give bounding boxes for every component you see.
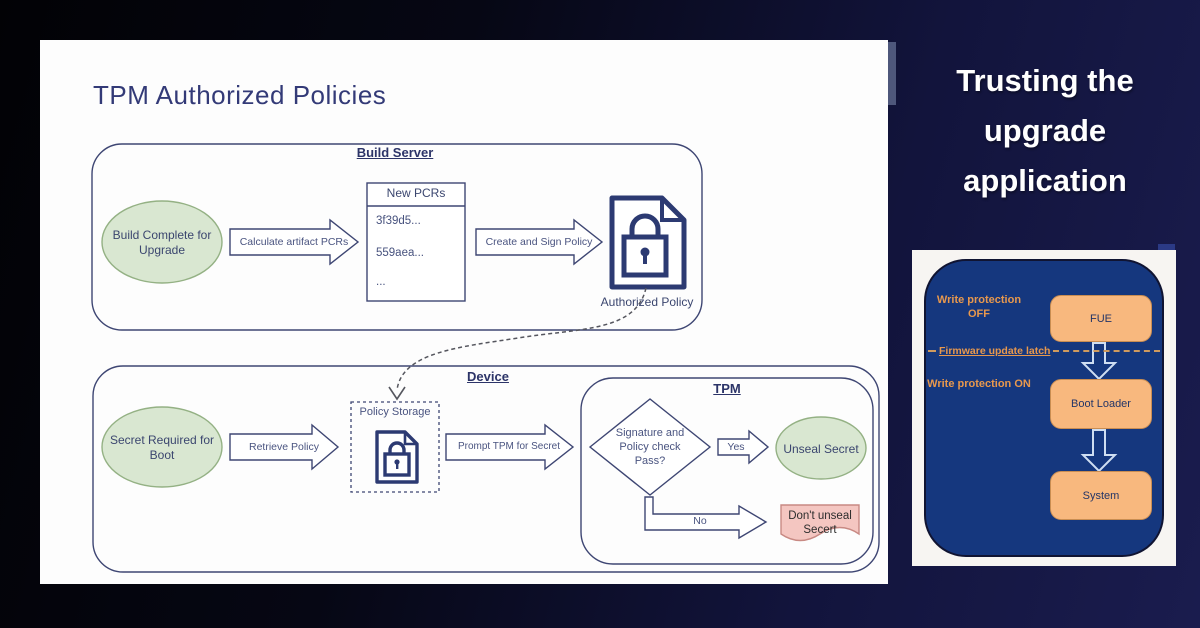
no-label: No bbox=[693, 515, 707, 527]
build-complete-label: Build Complete for Upgrade bbox=[112, 228, 212, 257]
yes-arrow bbox=[717, 429, 770, 465]
bootloader-to-system-arrow bbox=[1080, 429, 1118, 473]
pcr-item: 559aea... bbox=[376, 247, 424, 259]
latch-dash bbox=[928, 350, 936, 352]
scrollbar-fragment[interactable] bbox=[888, 42, 896, 105]
build-complete-ellipse bbox=[101, 200, 223, 284]
unseal-secret-ellipse bbox=[775, 416, 867, 480]
policy-storage-label: Policy Storage bbox=[359, 406, 431, 418]
yes-label: Yes bbox=[727, 441, 745, 453]
secret-required-label: Secret Required for Boot bbox=[109, 433, 215, 462]
unseal-secret-label: Unseal Secret bbox=[783, 442, 859, 456]
calculate-pcrs-arrow bbox=[229, 218, 360, 266]
slide-canvas: TPM Authorized Policies Build Server Dev… bbox=[40, 40, 888, 584]
panel-notch bbox=[1158, 244, 1175, 253]
latch-dashed-line bbox=[1053, 350, 1160, 352]
pcr-item: 3f39d5... bbox=[376, 215, 421, 227]
write-protection-on-label: Write protection ON bbox=[927, 378, 1031, 390]
tpm-container bbox=[580, 377, 874, 565]
fue-to-bootloader-arrow bbox=[1080, 342, 1118, 381]
authorized-policy-label: Authorized Policy bbox=[600, 295, 694, 309]
stage-boot-loader: Boot Loader bbox=[1050, 379, 1152, 429]
firmware-update-latch: Firmware update latch bbox=[928, 345, 1160, 357]
device-heading: Device bbox=[467, 369, 509, 384]
pcr-item: ... bbox=[376, 276, 386, 288]
create-sign-policy-label: Create and Sign Policy bbox=[485, 236, 593, 248]
page-title: Trusting the upgrade application bbox=[956, 63, 1134, 198]
tpm-heading: TPM bbox=[713, 381, 741, 396]
create-sign-policy-arrow bbox=[475, 218, 604, 266]
secret-required-ellipse bbox=[101, 406, 223, 488]
policy-transfer-dashed-curve bbox=[396, 287, 647, 391]
policy-storage-box bbox=[350, 401, 440, 493]
new-pcrs-box bbox=[366, 182, 466, 302]
firmware-panel: Write protection OFF Firmware update lat… bbox=[912, 250, 1176, 566]
build-server-heading: Build Server bbox=[356, 145, 434, 160]
new-pcrs-title: New PCRs bbox=[386, 186, 446, 200]
lock-shackle-icon bbox=[629, 213, 661, 239]
signature-check-diamond bbox=[588, 398, 712, 496]
retrieve-policy-label: Retrieve Policy bbox=[248, 441, 320, 453]
slide-title: TPM Authorized Policies bbox=[93, 80, 387, 110]
dashed-curve-arrowhead bbox=[388, 386, 406, 401]
prompt-tpm-arrow bbox=[445, 423, 575, 471]
firmware-panel-body: Write protection OFF Firmware update lat… bbox=[924, 259, 1164, 557]
signature-check-label: Signature and Policy check Pass? bbox=[615, 427, 685, 467]
authorized-policy-document-icon bbox=[609, 195, 687, 290]
write-protection-off-label: Write protection OFF bbox=[936, 294, 1022, 321]
prompt-tpm-label: Prompt TPM for Secret bbox=[457, 441, 561, 452]
retrieve-policy-arrow bbox=[229, 423, 340, 471]
tpm-flow-diagram bbox=[91, 143, 880, 573]
build-server-container bbox=[91, 143, 703, 331]
stage-fue: FUE bbox=[1050, 295, 1152, 342]
lock-shackle-icon bbox=[388, 441, 406, 455]
stage-system: System bbox=[1050, 471, 1152, 520]
policy-storage-document-icon bbox=[375, 430, 419, 484]
dont-unseal-label: Don't unseal Secert bbox=[788, 510, 852, 537]
firmware-latch-label: Firmware update latch bbox=[939, 345, 1051, 357]
no-arrow bbox=[644, 496, 768, 540]
dont-unseal-flag bbox=[780, 504, 860, 542]
calculate-pcrs-label: Calculate artifact PCRs bbox=[239, 236, 349, 248]
device-container bbox=[92, 365, 880, 573]
lock-body-icon bbox=[621, 234, 669, 278]
firmware-arrows bbox=[1080, 342, 1118, 473]
